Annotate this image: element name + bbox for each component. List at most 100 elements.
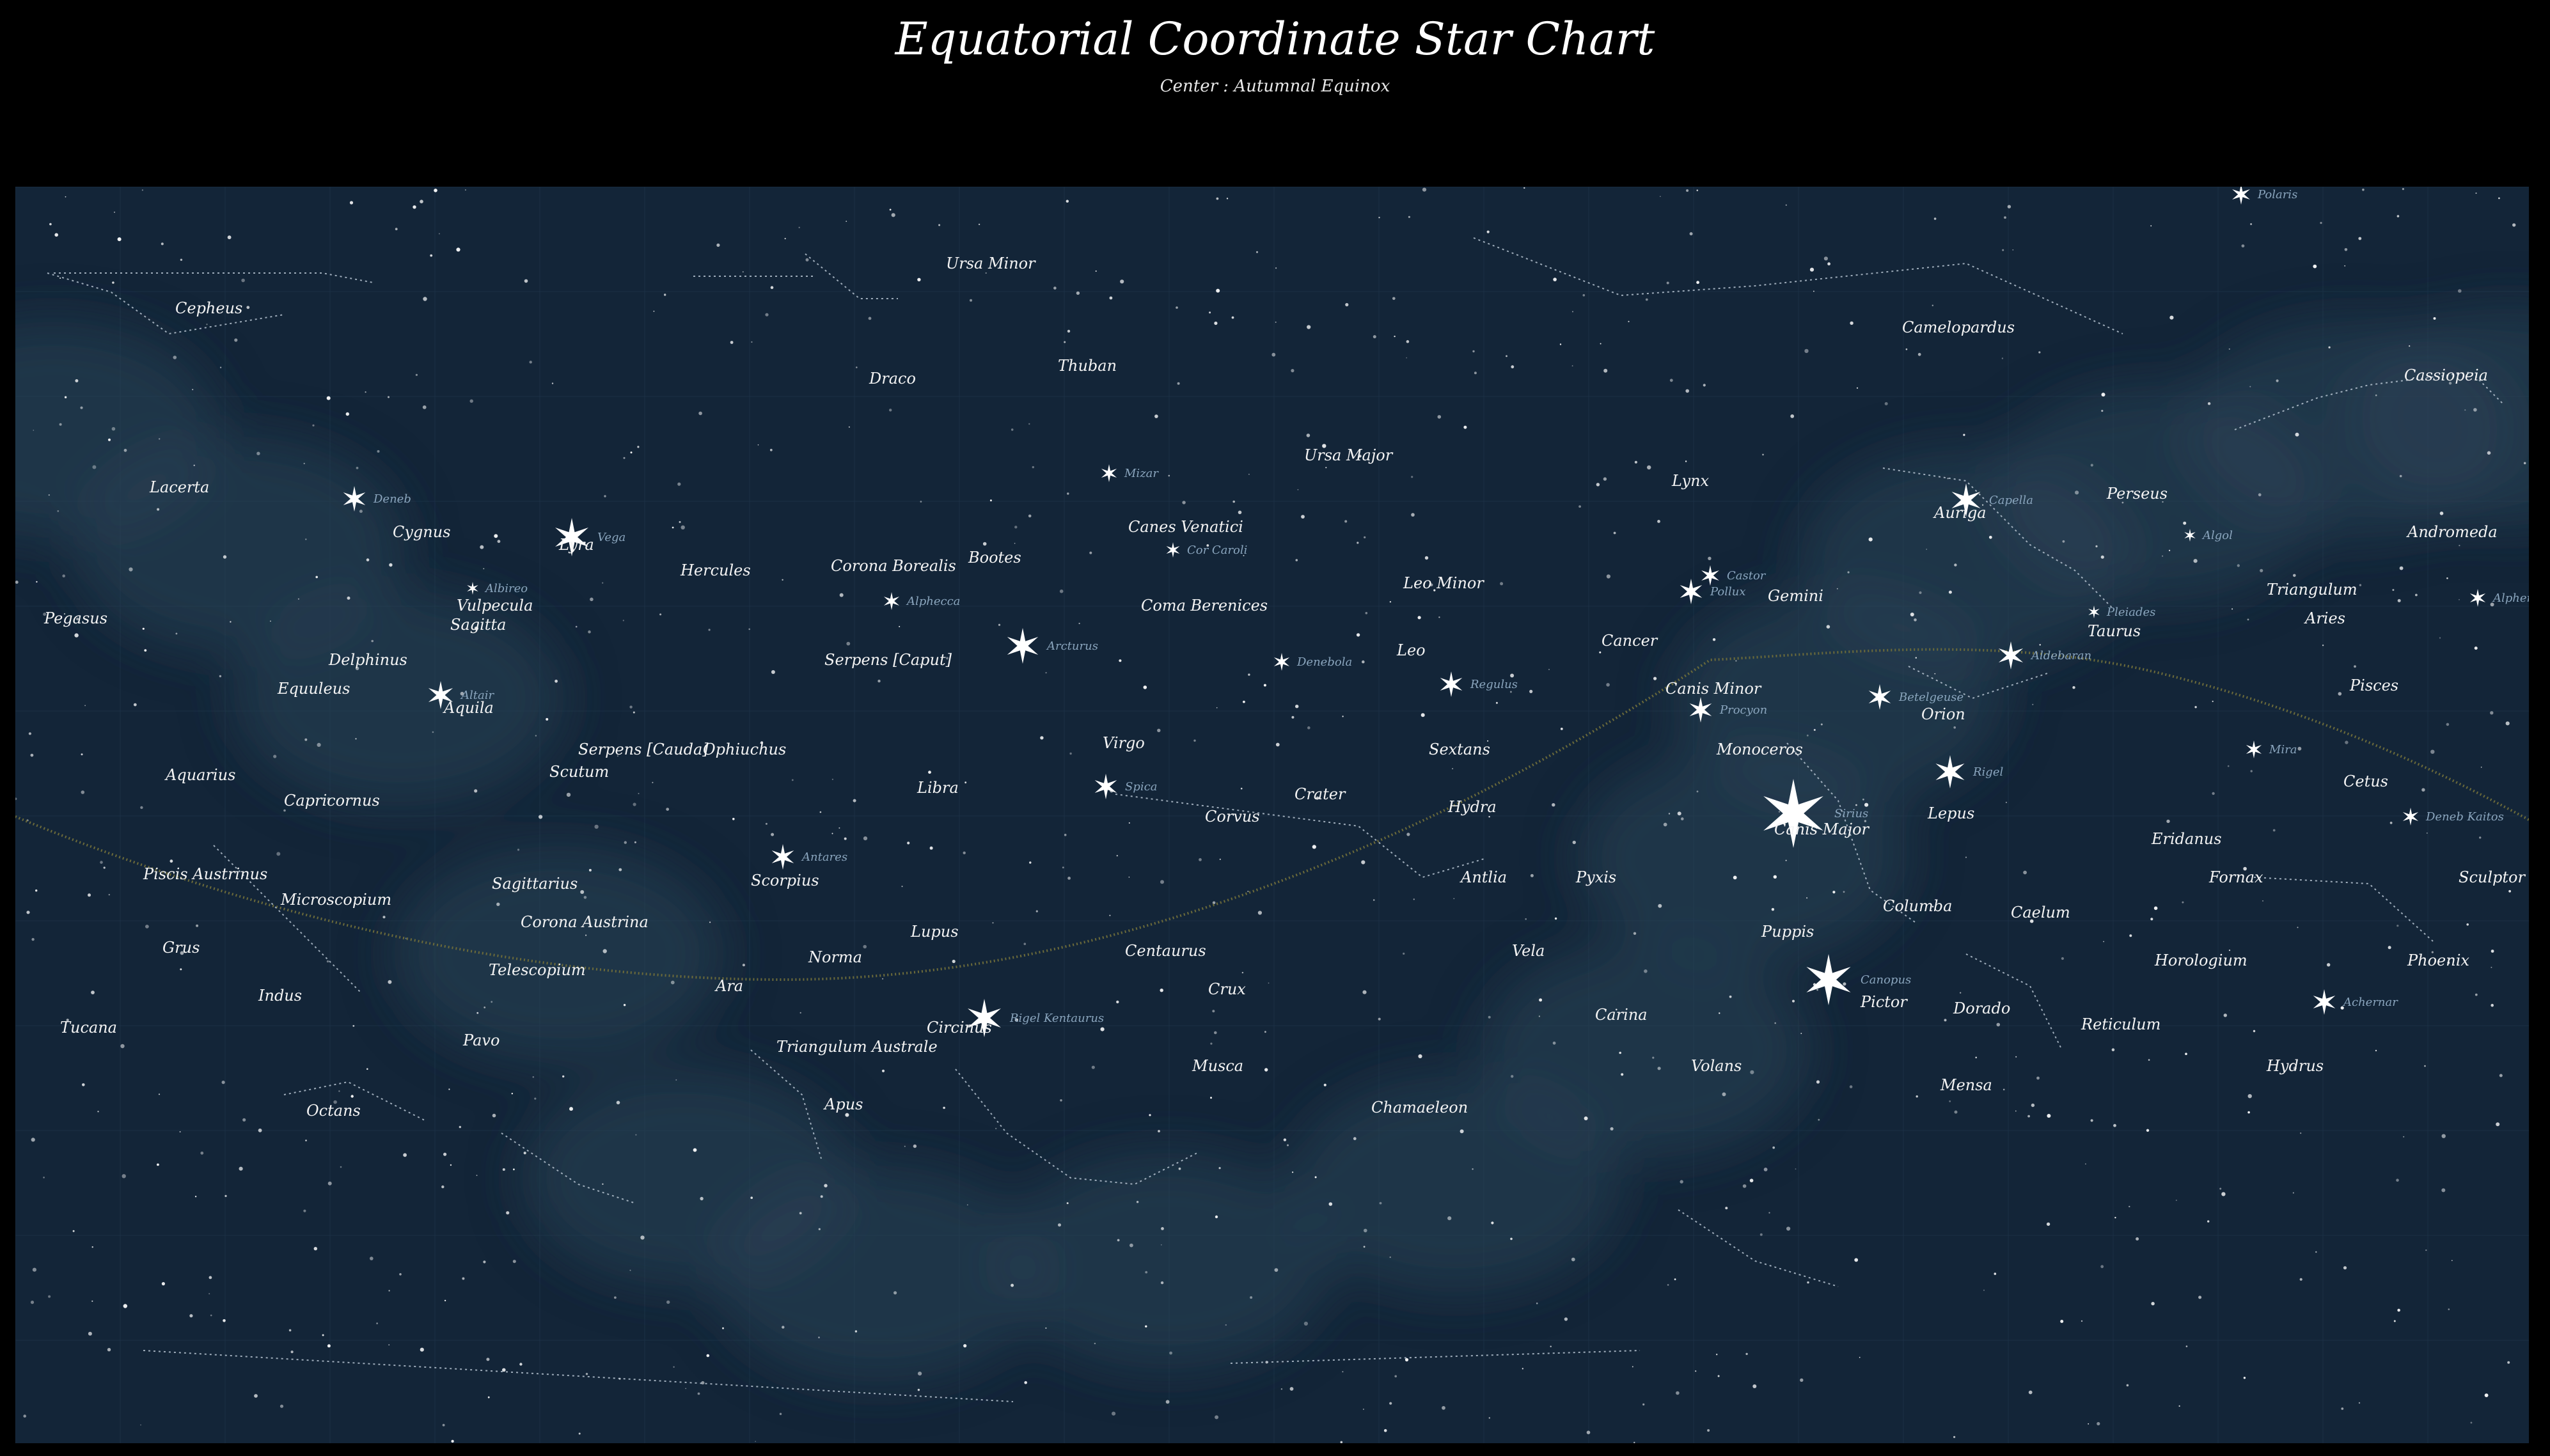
- constellation-label-grus: Grus: [162, 939, 200, 957]
- star-marker-rigel-kentaurus[interactable]: [968, 999, 1001, 1037]
- star-label-canopus: Canopus: [1861, 973, 1911, 987]
- constellation-label-cassiopeia: Cassiopeia: [2404, 366, 2488, 384]
- constellation-label-cygnus: Cygnus: [393, 523, 451, 541]
- star-label-procyon: Procyon: [1719, 703, 1767, 717]
- constellation-label-andromeda: Andromeda: [2406, 523, 2498, 541]
- constellation-label-aquila: Aquila: [443, 699, 494, 717]
- chart-title: Equatorial Coordinate Star Chart: [895, 13, 1655, 65]
- star-label-castor: Castor: [1727, 569, 1767, 583]
- star-marker-castor[interactable]: [1701, 565, 1719, 586]
- star-marker-alphecca[interactable]: [883, 592, 900, 610]
- constellation-label-triangulum: Triangulum: [2267, 581, 2357, 599]
- star-marker-denebola[interactable]: [1273, 653, 1290, 671]
- constellation-label-canis-major: Canis Major: [1774, 820, 1870, 838]
- constellation-label-mensa: Mensa: [1940, 1076, 1992, 1094]
- constellation-label-libra: Libra: [917, 779, 959, 797]
- constellation-label-equuleus: Equuleus: [277, 680, 350, 698]
- constellation-labels: Ursa MinorCepheusCamelopardusCassiopeiaD…: [43, 254, 2526, 1120]
- star-marker-pleiades[interactable]: [2088, 606, 2100, 618]
- constellation-label-ursa-major: Ursa Major: [1304, 446, 1394, 464]
- star-label-arcturus: Arcturus: [1046, 639, 1098, 653]
- constellation-label-fornax: Fornax: [2208, 868, 2263, 886]
- star-marker-mizar[interactable]: [1101, 464, 1117, 482]
- constellation-label-vela: Vela: [1512, 942, 1545, 960]
- constellation-label-corona-borealis: Corona Borealis: [831, 557, 956, 575]
- constellation-label-perseus: Perseus: [2106, 485, 2168, 503]
- constellation-label-lacerta: Lacerta: [149, 478, 209, 496]
- constellation-label-crater: Crater: [1295, 785, 1346, 803]
- star-label-cor-caroli: Cor Caroli: [1187, 544, 1247, 557]
- star-marker-rigel[interactable]: [1935, 755, 1965, 788]
- constellation-label-cetus: Cetus: [2343, 772, 2388, 790]
- constellation-label-corona-austrina: Corona Austrina: [521, 913, 649, 931]
- star-marker-regulus[interactable]: [1440, 671, 1463, 697]
- star-marker-antares[interactable]: [771, 844, 794, 870]
- constellation-label-indus: Indus: [258, 987, 302, 1005]
- constellation-label-delphinus: Delphinus: [328, 651, 407, 669]
- constellation-label-camelopardus: Camelopardus: [1902, 318, 2015, 336]
- constellation-label-hydrus: Hydrus: [2266, 1057, 2324, 1075]
- constellation-label-ara: Ara: [714, 977, 743, 995]
- constellation-label-centaurus: Centaurus: [1125, 942, 1206, 960]
- constellation-lines: [47, 237, 2504, 1402]
- chart-subtitle: Center : Autumnal Equinox: [1160, 77, 1390, 96]
- star-map-svg: Ursa MinorCepheusCamelopardusCassiopeiaD…: [15, 187, 2529, 1443]
- star-label-albireo: Albireo: [484, 582, 528, 595]
- constellation-label-hercules: Hercules: [680, 561, 751, 579]
- constellation-label-canes-venatici: Canes Venatici: [1128, 518, 1243, 536]
- star-marker-algol[interactable]: [2184, 529, 2196, 542]
- star-marker-sirius[interactable]: [1763, 779, 1823, 848]
- constellation-label-eridanus: Eridanus: [2151, 830, 2222, 848]
- star-marker-pollux[interactable]: [1680, 579, 1703, 604]
- constellation-label-cepheus: Cepheus: [175, 299, 242, 317]
- constellation-label-pisces: Pisces: [2349, 677, 2398, 694]
- star-marker-mira[interactable]: [2246, 740, 2262, 758]
- star-marker-canopus[interactable]: [1806, 954, 1851, 1005]
- star-marker-spica[interactable]: [1094, 774, 1117, 799]
- star-marker-capella[interactable]: [1951, 483, 1981, 517]
- star-marker-altair[interactable]: [428, 681, 453, 709]
- star-marker-vega[interactable]: [555, 518, 588, 556]
- constellation-label-scutum: Scutum: [549, 763, 609, 781]
- star-marker-albireo[interactable]: [467, 582, 478, 595]
- star-marker-deneb[interactable]: [343, 486, 366, 512]
- star-label-antares: Antares: [801, 850, 847, 864]
- constellation-label-caelum: Caelum: [2011, 904, 2070, 921]
- constellation-label-pavo: Pavo: [462, 1031, 500, 1049]
- star-marker-aldebaran[interactable]: [1998, 641, 2024, 669]
- constellation-label-telescopium: Telescopium: [489, 961, 586, 979]
- star-marker-procyon[interactable]: [1689, 697, 1712, 723]
- constellation-label-virgo: Virgo: [1103, 734, 1145, 752]
- constellation-label-puppis: Puppis: [1761, 923, 1814, 941]
- star-marker-arcturus[interactable]: [1007, 628, 1039, 664]
- star-label-rigel-kentaurus: Rigel Kentaurus: [1009, 1012, 1104, 1025]
- constellation-label-norma: Norma: [808, 948, 862, 966]
- star-label-betelgeuse: Betelgeuse: [1898, 691, 1964, 704]
- star-marker-cor-caroli[interactable]: [1166, 542, 1180, 558]
- star-marker-polaris[interactable]: [2232, 187, 2250, 205]
- constellation-label-microscopium: Microscopium: [280, 891, 391, 909]
- constellation-label-octans: Octans: [306, 1102, 361, 1120]
- star-label-vega: Vega: [597, 531, 626, 544]
- constellation-label-apus: Apus: [823, 1095, 863, 1113]
- constellation-label-scorpius: Scorpius: [751, 872, 819, 889]
- constellation-label-monoceros: Monoceros: [1716, 740, 1803, 758]
- constellation-label-corvus: Corvus: [1205, 808, 1260, 826]
- constellation-label-coma-berenices: Coma Berenices: [1141, 597, 1268, 614]
- constellation-label-chamaeleon: Chamaeleon: [1371, 1099, 1468, 1116]
- star-marker-deneb-kaitos[interactable]: [2402, 808, 2419, 826]
- constellation-label-hydra: Hydra: [1447, 798, 1497, 816]
- star-marker-achernar[interactable]: [2313, 989, 2336, 1015]
- star-label-algol: Algol: [2201, 529, 2233, 542]
- constellation-label-pegasus: Pegasus: [43, 609, 107, 627]
- star-label-mizar: Mizar: [1124, 467, 1159, 480]
- star-marker-betelgeuse[interactable]: [1868, 684, 1891, 710]
- constellation-label-sagittarius: Sagittarius: [492, 875, 578, 893]
- star-marker-alpheratz[interactable]: [2469, 589, 2486, 607]
- constellation-label-aquarius: Aquarius: [164, 766, 235, 784]
- constellation-label-piscis-austrinus: Piscis Austrinus: [143, 865, 267, 883]
- background-stars: [15, 187, 2526, 1443]
- ecliptic-line: [15, 648, 2529, 982]
